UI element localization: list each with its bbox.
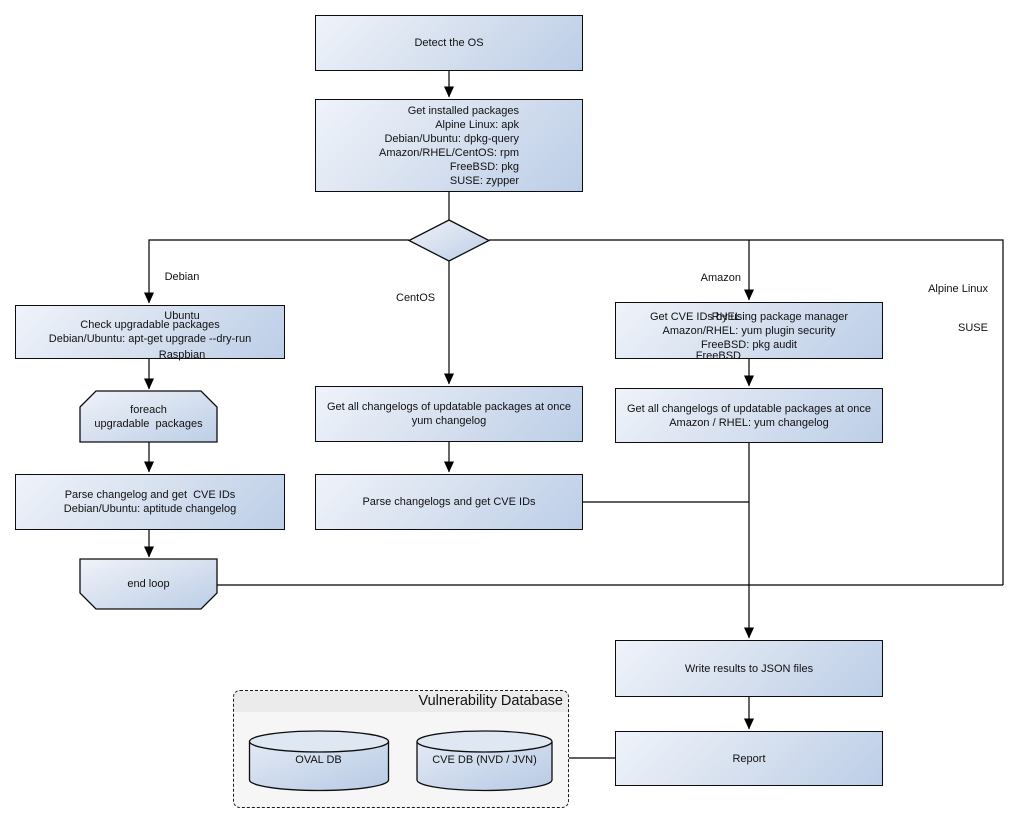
- node-label: Report: [732, 752, 766, 765]
- vulnerability-database-title: Vulnerability Database: [234, 691, 568, 712]
- node-label: Get all changelogs of updatable packages…: [326, 401, 571, 413]
- node-label: Detect the OS: [414, 37, 484, 49]
- node-label: Amazon/RHEL: yum plugin security: [662, 324, 836, 337]
- vulnerability-database-container: Vulnerability Database: [233, 690, 569, 808]
- node-parse-changelogs: Parse changelogs and get CVE IDs: [315, 474, 583, 530]
- node-write-results-json: Write results to JSON files: [615, 640, 883, 697]
- cve-db-label: CVE DB (NVD / JVN): [432, 754, 537, 766]
- node-get-changelogs-yum: Get all changelogs of updatable packages…: [315, 386, 583, 442]
- node-detect-os: Detect the OS: [315, 15, 583, 71]
- node-label: Check upgradable packages: [80, 319, 220, 331]
- node-label: Debian/Ubuntu: aptitude changelog: [63, 503, 237, 515]
- node-label: FreeBSD: pkg audit: [700, 338, 797, 351]
- node-label: foreach: [130, 403, 167, 416]
- node-label: Write results to JSON files: [684, 662, 814, 675]
- node-label: Get CVE IDs by using package manager: [649, 310, 849, 323]
- branch-label-debian-path: Debian Ubuntu Raspbian: [151, 245, 213, 388]
- node-label: Amazon / RHEL: yum changelog: [669, 416, 829, 429]
- node-label: Parse changelog and get CVE IDs: [64, 489, 236, 501]
- node-end-loop: end loop: [80, 559, 217, 609]
- node-label: Parse changelogs and get CVE IDs: [362, 496, 536, 508]
- branch-label-centos-path: CentOS: [396, 266, 435, 331]
- branch-label-alpine-path: Alpine Linux SUSE: [888, 257, 988, 361]
- branch-label-line: FreeBSD: [695, 350, 741, 362]
- node-label: Get installed packages: [407, 104, 519, 117]
- branch-label-line: Debian: [164, 271, 200, 283]
- node-get-cve-ids-pkg-mgr: Get CVE IDs by using package manager Ama…: [615, 302, 883, 359]
- branch-label-line: Raspbian: [158, 349, 206, 361]
- branch-label-line: CentOS: [396, 292, 436, 304]
- node-get-changelogs-amazon: Get all changelogs of updatable packages…: [615, 388, 883, 443]
- node-get-installed-packages: Get installed packages Alpine Linux: apk…: [315, 99, 583, 192]
- node-label: upgradable packages: [94, 417, 203, 430]
- node-label: Alpine Linux: apk: [435, 118, 519, 131]
- node-label: FreeBSD: pkg: [449, 160, 519, 173]
- node-parse-changelog-deb: Parse changelog and get CVE IDs Debian/U…: [15, 474, 285, 530]
- oval-db-label: OVAL DB: [295, 754, 342, 766]
- branch-label-line: Alpine Linux: [928, 283, 988, 295]
- branch-label-line: Ubuntu: [164, 310, 200, 322]
- branch-label-line: Amazon: [700, 272, 741, 284]
- node-check-upgradable-packages: Check upgradable packages Debian/Ubuntu:…: [15, 305, 285, 359]
- node-label: end loop: [127, 578, 170, 590]
- node-label: yum changelog: [411, 415, 487, 427]
- branch-label-amazon-path: Amazon RHEL FreeBSD: [655, 246, 741, 389]
- node-label: Amazon/RHEL/CentOS: rpm: [379, 146, 519, 159]
- branch-label-line: RHEL: [711, 311, 741, 323]
- node-label: Debian/Ubuntu: apt-get upgrade --dry-run: [48, 333, 252, 345]
- node-label: Debian/Ubuntu: dpkg-query: [384, 132, 519, 145]
- node-label: SUSE: zypper: [449, 174, 519, 187]
- node-foreach-upgradable-packages: foreach upgradable packages: [80, 391, 217, 442]
- os-decision-diamond: [407, 219, 491, 262]
- node-label: Get all changelogs of updatable packages…: [626, 402, 871, 415]
- node-report: Report: [615, 731, 883, 786]
- branch-label-line: SUSE: [958, 322, 988, 334]
